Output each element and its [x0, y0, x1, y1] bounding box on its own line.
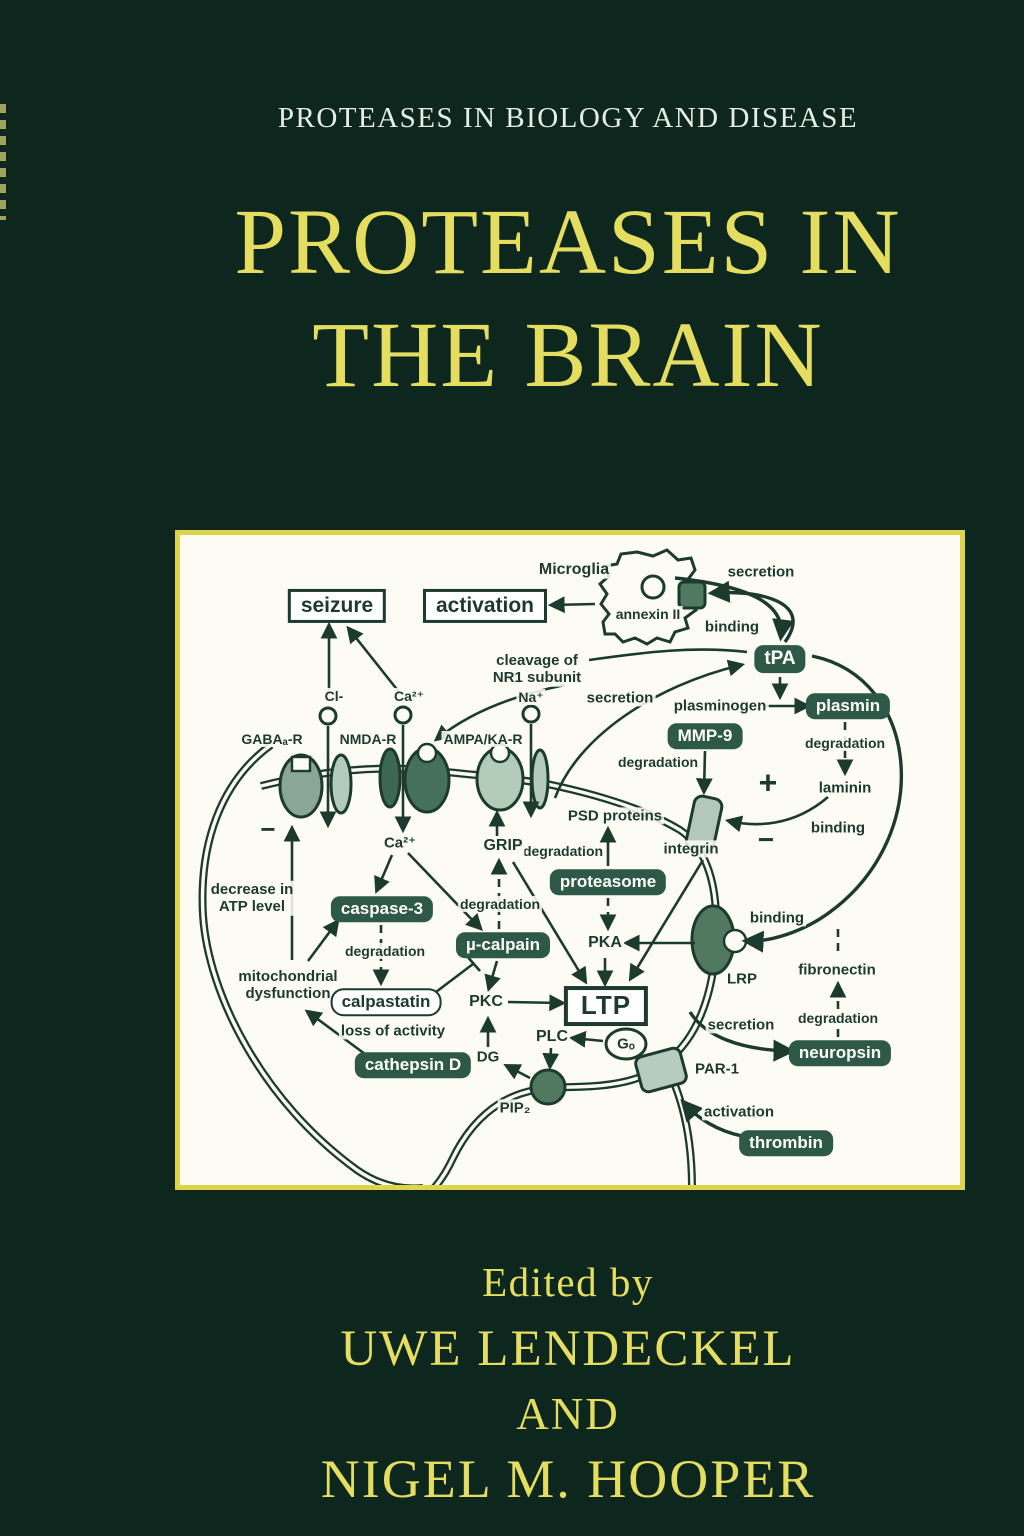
proteasome-box: proteasome — [549, 869, 667, 895]
book-title-line1: PROTEASES IN — [234, 191, 902, 294]
activation-thrombin: activation — [701, 1103, 777, 1121]
ca-ion-label: Ca²⁺ — [392, 687, 426, 705]
dg-label: DG — [474, 1048, 502, 1066]
tpa-box: tPA — [754, 645, 806, 673]
microglia-label: Microglia — [536, 560, 612, 580]
caspase3-box: caspase-3 — [330, 896, 434, 922]
binding-lrp: binding — [747, 909, 807, 927]
microglia-nucleus — [640, 574, 666, 600]
minus-sign-integrin: − — [757, 823, 775, 855]
annexin-label: annexin II — [613, 605, 683, 623]
seizure-box: seizure — [287, 588, 387, 624]
nmda-receptor-subunit-1 — [329, 753, 353, 815]
ampa-receptor-label: AMPA/KA-R — [441, 730, 525, 748]
pkc-label: PKC — [467, 992, 505, 1012]
secretion-microglia: secretion — [725, 563, 797, 581]
gaba-receptor-notch — [290, 755, 312, 773]
pathway-diagram-art — [198, 548, 904, 1185]
series-title: PROTEASES IN BIOLOGY AND DISEASE — [277, 102, 859, 134]
nmda-receptor-subunit-2 — [378, 747, 402, 809]
degradation-plasmin: degradation — [802, 734, 888, 752]
plasminogen-label: plasminogen — [671, 697, 769, 715]
na-ion-label: Na⁺ — [516, 688, 546, 706]
cathepsin-box: cathepsin D — [354, 1052, 472, 1078]
cleavage-label: cleavage of NR1 subunit — [490, 651, 584, 687]
loss-activity-label: loss of activity — [338, 1022, 448, 1040]
par1-label: PAR-1 — [693, 1060, 741, 1078]
minus-sign-gaba: − — [260, 814, 276, 845]
plc-label: PLC — [534, 1027, 570, 1047]
pathway-diagram-panel: seizure activation Microglia annexin II secr… — [175, 530, 965, 1190]
gaba-receptor-label: GABAₐ-R — [239, 730, 305, 748]
book-title-line2: THE BRAIN — [312, 304, 824, 408]
credits-block: Edited by UWE LENDECKEL AND NIGEL M. HOO… — [56, 1258, 1024, 1510]
degradation-mmp9: degradation — [615, 753, 701, 771]
microglia-cell — [598, 548, 707, 646]
pathway-arrows — [283, 576, 904, 1138]
degradation-psd: degradation — [520, 842, 606, 860]
cl-ion-label: Cl- — [322, 687, 346, 705]
binding-laminin: binding — [808, 819, 868, 837]
fibronectin-label: fibronectin — [796, 961, 878, 979]
binding-tpa: binding — [702, 618, 762, 636]
nr1-receptor-notch — [416, 742, 438, 764]
par1-receptor — [634, 1046, 688, 1094]
gaba-receptor — [278, 753, 324, 819]
go-protein-label: Gₒ — [615, 1035, 637, 1053]
annexin-ii-receptor — [677, 580, 707, 610]
activation-box: activation — [422, 588, 548, 624]
thrombin-box: thrombin — [739, 1130, 833, 1156]
secretion-par1: secretion — [705, 1016, 777, 1034]
plasmin-box: plasmin — [805, 693, 891, 719]
conjunction-and: AND — [516, 1389, 620, 1439]
plus-sign: + — [758, 764, 778, 801]
pip2-label: PIP₂ — [497, 1099, 533, 1117]
neuropsin-box: neuropsin — [788, 1040, 892, 1066]
cl-ion — [318, 706, 338, 726]
nmda-receptor-label: NMDA-R — [337, 730, 399, 748]
na-ion — [521, 704, 541, 724]
mmp9-box: MMP-9 — [667, 723, 743, 749]
mitochondrial-label: mitochondrial dysfunction — [236, 967, 340, 1003]
book-title: PROTEASES IN THE BRAIN — [56, 186, 1024, 413]
diagram-labels: seizure activation Microglia annexin II secr… — [180, 535, 960, 1185]
membrane-receptors — [278, 704, 748, 1106]
ca-below-label: Ca²⁺ — [381, 834, 419, 852]
grip-label: GRIP — [481, 836, 525, 856]
pka-label: PKA — [586, 933, 624, 953]
spine-text-sliver — [0, 104, 6, 220]
laminin-label: laminin — [816, 779, 874, 797]
edited-by-label: Edited by — [482, 1259, 654, 1305]
editor-name-2: NIGEL M. HOOPER — [320, 1449, 816, 1509]
editor-name-1: UWE LENDECKEL — [340, 1321, 796, 1377]
degradation-calpain: degradation — [457, 895, 543, 913]
integrin-label: integrin — [661, 840, 721, 858]
psd-proteins-label: PSD proteins — [565, 807, 665, 825]
ltp-box: LTP — [563, 986, 649, 1026]
secretion-membrane: secretion — [584, 689, 656, 707]
mu-calpain-box: µ-calpain — [455, 932, 551, 958]
decrease-atp-label: decrease in ATP level — [208, 880, 296, 916]
lrp-label: LRP — [725, 970, 759, 988]
ca-ion — [393, 705, 413, 725]
degradation-caspase: degradation — [342, 942, 428, 960]
degradation-neuropsin: degradation — [795, 1009, 881, 1027]
calpastatin-box: calpastatin — [330, 988, 442, 1016]
